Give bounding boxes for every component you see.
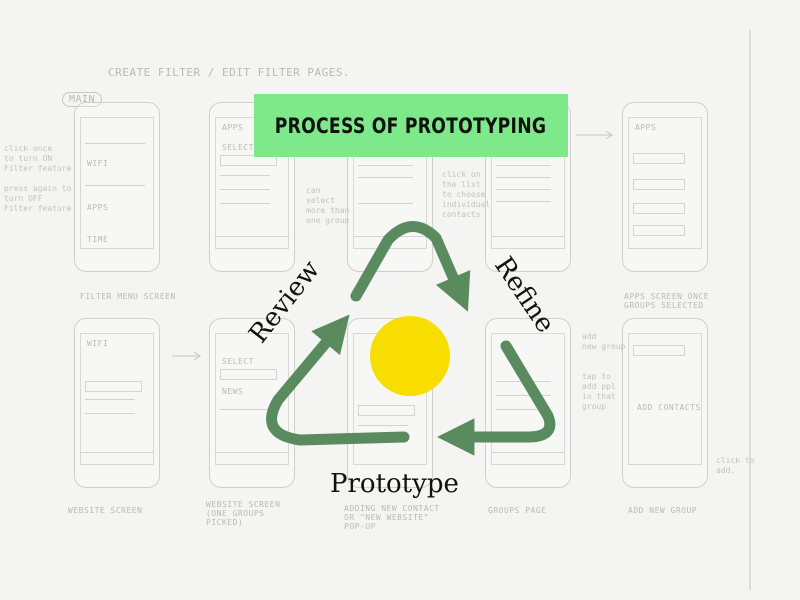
phone-label: APPS [635,123,657,132]
wireframe-phone: WIFI [74,318,160,488]
sketch-note: click once to turn ON Filter feature pre… [4,144,72,213]
diagram-title: PROCESS OF PROTOTYPING [275,113,547,138]
sketch-caption: WEBSITE SCREEN [68,506,143,515]
wireframe-phone: APPS [622,102,708,272]
phone-label: WIFI [87,339,109,348]
sketch-note: add new group [582,332,626,351]
phone-label: APPS [222,123,244,132]
title-banner: PROCESS OF PROTOTYPING [254,94,568,157]
phone-label: APPS [87,203,109,212]
sketch-caption: FILTER MENU SCREEN [80,292,176,301]
sketch-caption: APPS SCREEN ONCE GROUPS SELECTED [624,292,710,310]
cycle-arrow-refine [350,221,471,312]
sketch-caption: WEBSITE SCREEN (ONE GROUPS PICKED) [206,500,281,527]
phone-label: ADD CONTACTS [637,403,701,412]
wireframe-phone: ADD CONTACTS [622,318,708,488]
phone-label: WIFI [87,159,109,168]
center-dot [370,316,450,396]
sketch-caption: GROUPS PAGE [488,506,547,515]
phone-label: SELECT [222,143,254,152]
cycle-arrow-review [266,314,350,446]
cycle-arrow-prototype [437,340,556,456]
sketch-heading: CREATE FILTER / EDIT FILTER PAGES. [108,66,351,79]
wireframe-phone [485,318,571,488]
sketch-note: can select more than one group [306,186,350,225]
sketch-caption: ADD NEW GROUP [628,506,698,515]
phone-label: NEWS [222,387,244,396]
wireframe-phone: WIFI APPS TIME [74,102,160,272]
phone-label: SELECT [222,357,254,366]
cycle-label-prototype: Prototype [330,469,459,499]
phone-label: TIME [87,235,109,244]
sketch-note: tap to add ppl in that group [582,372,616,411]
sketch-caption: ADDING NEW CONTACT OR "NEW WEBSITE" POP-… [344,504,440,531]
sketch-note: click on the list to choose individual c… [442,170,491,219]
